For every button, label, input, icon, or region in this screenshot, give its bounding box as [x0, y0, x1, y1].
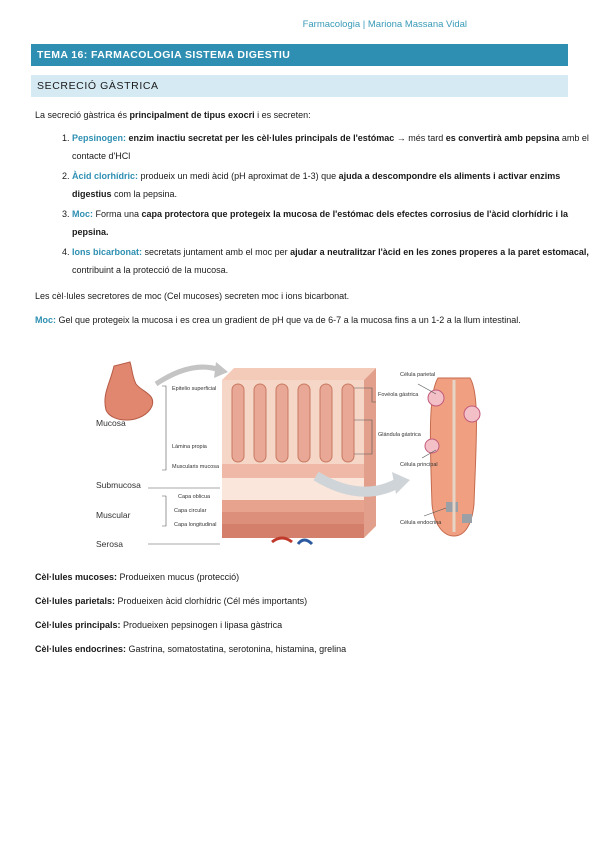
stomach-wall-figure: Mucosa Submucosa Muscular Serosa Epiteli… [96, 361, 481, 549]
running-header: Farmacologia | Mariona Massana Vidal [302, 19, 467, 30]
label-lamina-propia: Lámina propia [172, 444, 208, 450]
intro-paragraph: La secreció gàstrica és principalment de… [35, 108, 565, 122]
secretion-list: Pepsinogen: enzim inactiu secretat per l… [35, 129, 597, 281]
list-item: Ions bicarbonat: secretats juntament amb… [72, 243, 597, 279]
item-text: Forma una [93, 209, 140, 219]
label-capa-longitudinal: Capa longitudinal [174, 522, 217, 528]
label-celula-parietal: Célula parietal [400, 372, 435, 378]
cell-type-row: Cèl·lules principals: Produeixen pepsino… [35, 618, 346, 632]
cell-text: Produeixen mucus (protecció) [117, 572, 240, 582]
item-text: contribuint a la protecció de la mucosa. [72, 265, 229, 275]
gastric-gland [424, 377, 481, 537]
cell-term: Cèl·lules endocrines: [35, 644, 127, 654]
item-term: Pepsinogen: [72, 133, 127, 143]
label-capa-circular: Capa circular [174, 508, 207, 514]
item-bold: es convertirà amb pepsina [443, 133, 560, 143]
cell-text: Produeixen àcid clorhídric (Cél més impo… [115, 596, 308, 606]
cell-term: Cèl·lules principals: [35, 620, 121, 630]
chapter-title: TEMA 16: FARMACOLOGIA SISTEMA DIGESTIU [31, 44, 568, 66]
item-term: Moc: [72, 209, 93, 219]
label-foveola: Fovéola gástrica [378, 392, 419, 398]
cell-type-row: Cèl·lules parietals: Produeixen àcid clo… [35, 594, 346, 608]
list-item: Pepsinogen: enzim inactiu secretat per l… [72, 129, 597, 165]
label-capa-oblicua: Capa oblicua [178, 494, 211, 500]
mucus-paragraph: Moc: Gel que protegeix la mucosa i es cr… [35, 313, 565, 327]
intro-bold: principalment de tipus exocri [129, 110, 255, 120]
label-muscularis-mucosa: Muscularis mucosa [172, 464, 220, 470]
item-bold: ajuda a descompondre els aliments i acti… [72, 171, 561, 199]
label-epitelio: Epitelio superficial [172, 386, 216, 392]
section-title: SECRECIÓ GÀSTRICA [31, 75, 568, 97]
item-text: produeix un medi àcid (pH aproximat de 1… [138, 171, 337, 181]
cell-type-row: Cèl·lules endocrines: Gastrina, somatost… [35, 642, 346, 656]
list-item: Moc: Forma una capa protectora que prote… [72, 205, 597, 241]
label-muscular: Muscular [96, 510, 131, 520]
label-serosa: Serosa [96, 539, 123, 549]
mucus-term: Moc: [35, 315, 56, 325]
label-celula-principal: Célula principal [400, 462, 438, 468]
item-bold: enzim inactiu secretat per les cèl·lules… [126, 133, 395, 143]
cell-text: Gastrina, somatostatina, serotonina, his… [126, 644, 347, 654]
list-item: Àcid clorhídric: produeix un medi àcid (… [72, 167, 597, 203]
intro-text-end: i es secreten: [254, 110, 311, 120]
mucus-text: Gel que protegeix la mucosa i es crea un… [56, 315, 521, 325]
item-text: → més tard [394, 133, 444, 143]
label-mucosa: Mucosa [96, 418, 126, 428]
label-celula-endocrina: Célula endocrina [400, 520, 442, 526]
item-term: Àcid clorhídric: [72, 171, 139, 181]
cell-term: Cèl·lules mucoses: [35, 572, 118, 582]
item-bold: ajudar a neutralitzar l'àcid en les zone… [287, 247, 589, 257]
stomach-icon [104, 361, 154, 421]
label-submucosa: Submucosa [96, 480, 141, 490]
intro-text: La secreció gàstrica és [35, 110, 130, 120]
item-text: amb el contacte d'HCl [72, 133, 589, 161]
tissue-block [222, 368, 376, 546]
item-text: secretats juntament amb el moc per [142, 247, 288, 257]
item-bold: capa protectora que protegeix la mucosa … [72, 209, 568, 237]
cell-term: Cèl·lules parietals: [35, 596, 116, 606]
mucous-cells-paragraph: Les cèl·lules secretores de moc (Cel muc… [35, 291, 350, 301]
item-text: com la pepsina. [111, 189, 178, 199]
item-term: Ions bicarbonat: [72, 247, 143, 257]
cell-type-row: Cèl·lules mucoses: Produeixen mucus (pro… [35, 570, 346, 584]
label-glandula: Glándula gástrica [378, 432, 422, 438]
cell-text: Produeixen pepsinogen i lipasa gàstrica [120, 620, 283, 630]
cell-types-list: Cèl·lules mucoses: Produeixen mucus (pro… [35, 570, 346, 666]
